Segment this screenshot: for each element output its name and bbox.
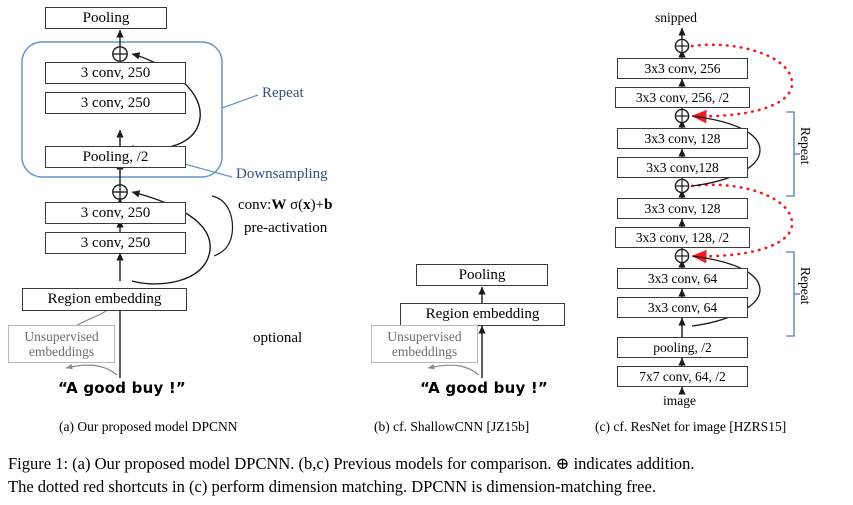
formula-brace bbox=[211, 195, 234, 257]
box-c-conv128-d[interactable]: 3x3 conv, 128, /2 bbox=[615, 227, 750, 248]
adder-a-top bbox=[112, 46, 128, 62]
repeat-leader bbox=[221, 94, 259, 109]
label-conv-formula: conv:W σ(x)+b bbox=[238, 198, 332, 213]
formula-b: b bbox=[324, 197, 333, 213]
label-repeat-a: Repeat bbox=[262, 85, 304, 101]
unsup-line-2-b: embeddings bbox=[391, 344, 458, 359]
formula-prefix: conv: bbox=[238, 197, 272, 213]
box-c-pooling[interactable]: pooling, /2 bbox=[617, 337, 748, 358]
caption-line-1: Figure 1: (a) Our proposed model DPCNN. … bbox=[8, 454, 695, 473]
box-c-conv128-c[interactable]: 3x3 conv, 128 bbox=[617, 198, 748, 219]
label-optional: optional bbox=[253, 330, 303, 346]
box-c-conv256-b[interactable]: 3x3 conv, 256, /2 bbox=[615, 87, 750, 108]
box-c-conv64-a[interactable]: 3x3 conv, 64 bbox=[617, 268, 748, 289]
box-c-conv7x7[interactable]: 7x7 conv, 64, /2 bbox=[617, 366, 748, 387]
unsup-line-2: embeddings bbox=[28, 344, 95, 359]
panel-label-c: (c) cf. ResNet for image [HZRS15] bbox=[595, 419, 787, 434]
formula-tail: )+ bbox=[310, 197, 325, 213]
adder-c-3 bbox=[674, 178, 690, 194]
box-c-conv64-b[interactable]: 3x3 conv, 64 bbox=[617, 297, 748, 318]
box-a-pooling-half[interactable]: Pooling, /2 bbox=[45, 146, 186, 168]
box-c-conv128-a[interactable]: 3x3 conv, 128 bbox=[617, 128, 748, 149]
adder-a-mid bbox=[112, 184, 128, 200]
label-pre-activation: pre-activation bbox=[244, 220, 328, 236]
box-a-conv-block-1[interactable]: 3 conv, 250 bbox=[45, 92, 186, 114]
box-b-unsupervised-embeddings[interactable]: Unsupervised embeddings bbox=[371, 325, 478, 363]
unsup-leader-a-bottom bbox=[65, 363, 118, 376]
adder-c-2 bbox=[674, 108, 690, 124]
box-a-conv-base-2[interactable]: 3 conv, 250 bbox=[45, 202, 186, 224]
figure-caption: Figure 1: (a) Our proposed model DPCNN. … bbox=[8, 452, 848, 499]
box-c-conv128-b[interactable]: 3x3 conv,128 bbox=[617, 157, 748, 178]
input-text-a: “A good buy !” bbox=[58, 379, 186, 397]
formula-w: W bbox=[271, 197, 287, 213]
box-a-conv-base-1[interactable]: 3 conv, 250 bbox=[45, 232, 186, 254]
label-repeat-c-upper: Repeat bbox=[798, 127, 813, 165]
label-repeat-c-lower: Repeat bbox=[798, 267, 813, 305]
input-text-b: “A good buy !” bbox=[420, 379, 548, 397]
panel-label-a: (a) Our proposed model DPCNN bbox=[59, 419, 238, 434]
box-a-pooling-top[interactable]: Pooling bbox=[45, 7, 167, 29]
box-a-region-embedding[interactable]: Region embedding bbox=[22, 288, 187, 311]
label-downsampling-a: Downsampling bbox=[236, 166, 328, 182]
formula-x: x bbox=[303, 197, 311, 213]
box-b-pooling[interactable]: Pooling bbox=[416, 264, 548, 286]
adder-c-1 bbox=[674, 38, 690, 54]
label-c-snipped: snipped bbox=[655, 10, 697, 25]
label-c-image: image bbox=[663, 393, 696, 408]
unsup-leader-b-bottom bbox=[427, 363, 480, 376]
box-a-unsupervised-embeddings[interactable]: Unsupervised embeddings bbox=[8, 325, 115, 363]
box-b-region-embedding[interactable]: Region embedding bbox=[400, 303, 565, 326]
box-c-conv256-a[interactable]: 3x3 conv, 256 bbox=[617, 58, 748, 79]
caption-line-2: The dotted red shortcuts in (c) perform … bbox=[8, 477, 656, 497]
panel-label-b: (b) cf. ShallowCNN [JZ15b] bbox=[374, 419, 530, 434]
unsup-line-1-b: Unsupervised bbox=[387, 328, 462, 344]
unsup-line-1: Unsupervised bbox=[24, 328, 99, 344]
formula-sigma: σ( bbox=[286, 197, 304, 213]
adder-c-4 bbox=[674, 248, 690, 264]
box-a-conv-block-2[interactable]: 3 conv, 250 bbox=[45, 62, 186, 84]
